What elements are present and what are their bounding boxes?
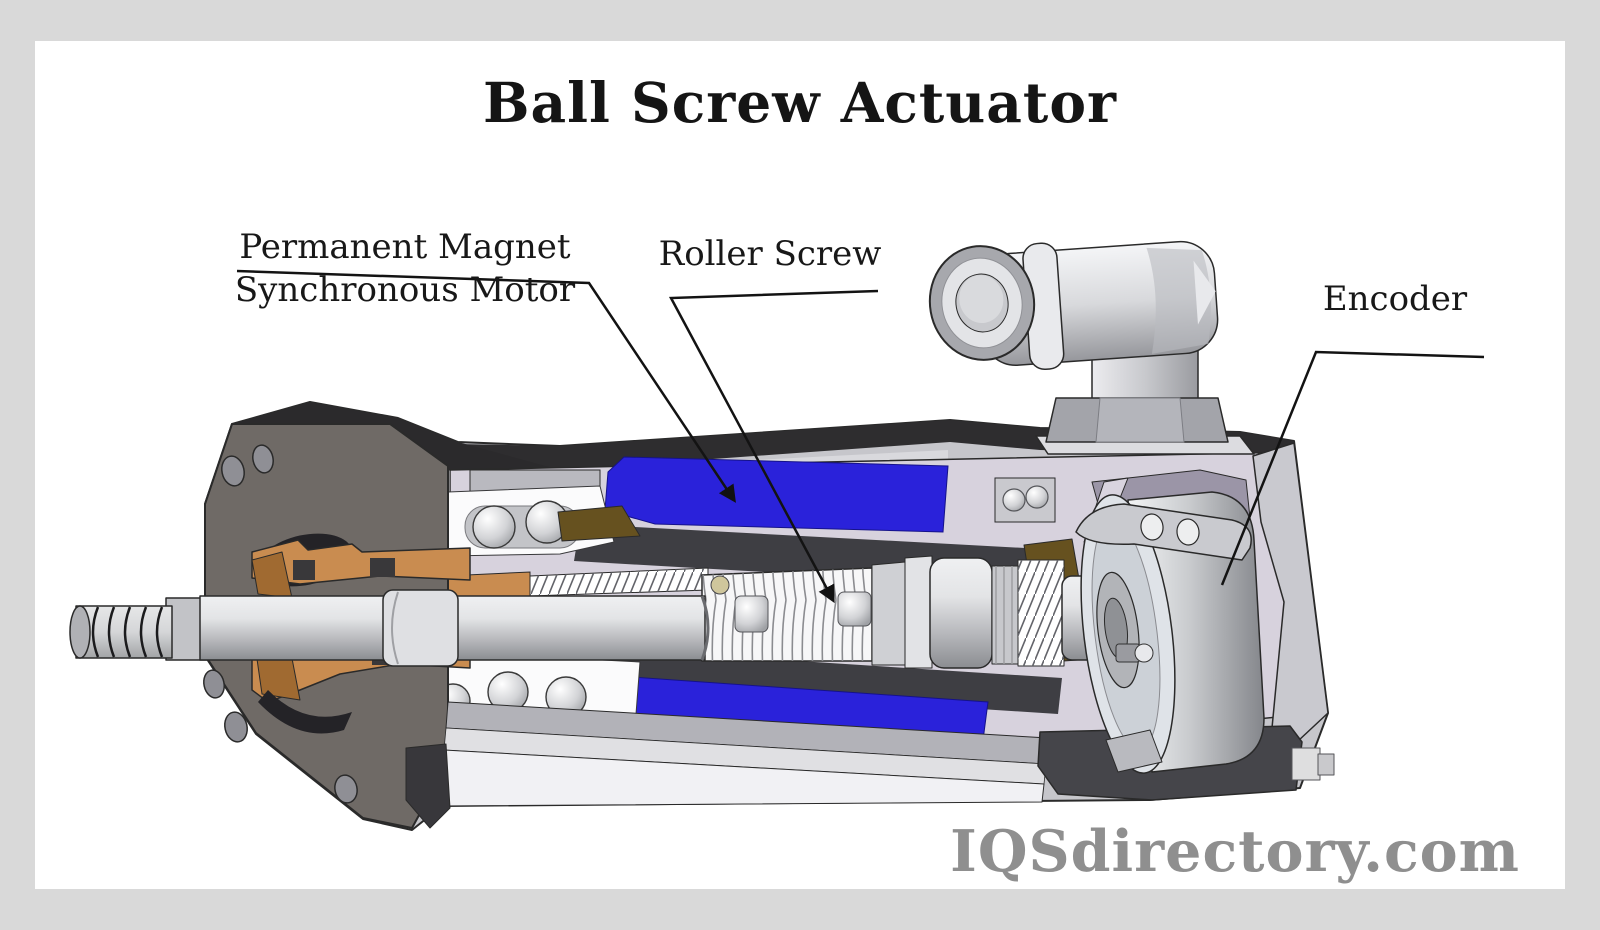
leader-line-roller-screw (668, 289, 879, 604)
rotor-band-bottom (590, 648, 1062, 714)
support-bearing-balls (994, 477, 1056, 523)
watermark: IQSdirectory.com (950, 818, 1520, 885)
end-cap-left (405, 743, 451, 829)
leader-line-encoder (1220, 350, 1485, 586)
encoder-foot (1105, 729, 1163, 773)
connector-plug-face (928, 245, 1036, 361)
label-pmsm-line1: Permanent Magnet (239, 227, 571, 267)
label-encoder: Encoder (1322, 279, 1468, 319)
outer-tube (405, 701, 1335, 829)
connector-elbow (928, 240, 1255, 455)
label-pmsm-line2: Synchronous Motor (234, 270, 576, 310)
encoder-bracket (1075, 503, 1252, 561)
label-permanent-magnet-synchronous-motor: Permanent Magnet Synchronous Motor (222, 226, 588, 312)
label-roller-screw: Roller Screw (658, 234, 882, 274)
piston-rod (69, 589, 710, 667)
threaded-rod-end (69, 605, 173, 659)
diagram-title: Ball Screw Actuator (483, 70, 1117, 135)
flange-bolt-holes (203, 444, 358, 804)
leader-line-pmsm (236, 269, 736, 503)
screw-pin (710, 575, 730, 595)
seal-dark-arc (258, 690, 352, 734)
